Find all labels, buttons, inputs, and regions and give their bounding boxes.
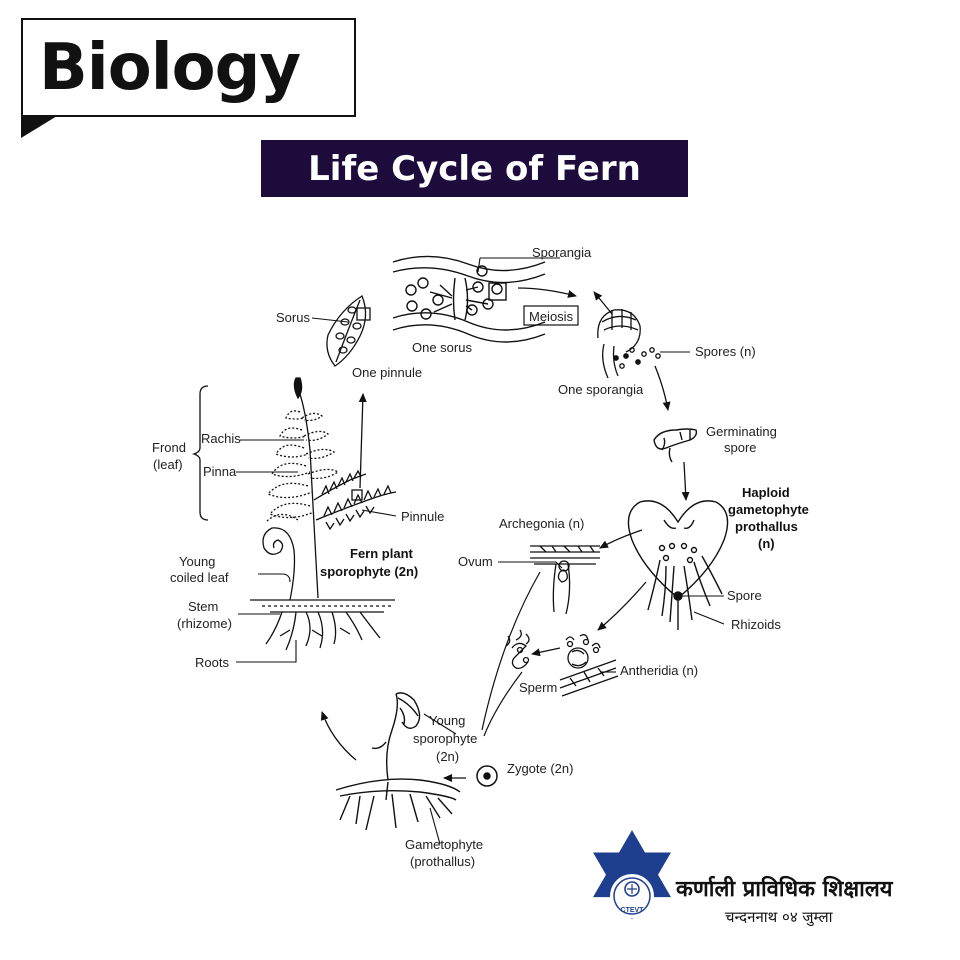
leader-young-sporophyte: [423, 713, 457, 735]
leader-sporangia: [477, 257, 560, 273]
label-gametophyte-line2: (prothallus): [410, 854, 475, 869]
arrow-to-archegonia: [599, 529, 643, 549]
arrow-plant-to-pinnule: [358, 393, 367, 489]
arrow-to-sperm: [531, 647, 561, 657]
arrow-to-antheridia: [597, 581, 647, 631]
subject-title: Biology: [39, 31, 301, 105]
germinating-spore-illustration: [653, 428, 698, 463]
leader-pinnule: [361, 509, 397, 517]
prothallus-illustration: [627, 500, 729, 630]
label-ovum: Ovum: [458, 554, 493, 569]
leader-sorus: [311, 317, 349, 323]
label-one-sorus: One sorus: [412, 340, 472, 355]
arrow-germinating-to-prothallus: [681, 461, 690, 501]
archegonia-illustration: [530, 545, 600, 615]
cycle-arrows: [320, 287, 690, 782]
label-sorus: Sorus: [276, 310, 310, 325]
label-roots: Roots: [195, 655, 229, 670]
leader-roots: [236, 640, 297, 663]
sorus-section-illustration: [392, 255, 546, 343]
label-one-sporangia: One sporangia: [558, 382, 644, 397]
leader-gametophyte: [429, 807, 441, 845]
fern-plant-illustration: [250, 377, 397, 651]
young-sporophyte-illustration: [335, 692, 461, 831]
label-spore: Spore: [727, 588, 762, 603]
one-sporangia-illustration: [597, 309, 661, 379]
label-spores: Spores (n): [695, 344, 756, 359]
label-young-coiled-line1: Young: [179, 554, 215, 569]
meiosis-box: [523, 305, 579, 326]
label-gametophyte-line1: Gametophyte: [405, 837, 483, 852]
label-young-sporophyte-line1: Young: [429, 713, 465, 728]
label-fern-plant-line2: sporophyte (2n): [320, 564, 418, 579]
diagram-title-banner: Life Cycle of Fern: [261, 140, 688, 197]
label-frond-line2: (leaf): [153, 457, 183, 472]
zygote-illustration: [476, 765, 498, 787]
leader-ovum: [498, 561, 563, 569]
label-zygote: Zygote (2n): [507, 761, 573, 776]
label-sperm: Sperm: [519, 680, 557, 695]
one-pinnule-illustration: [326, 295, 371, 367]
antheridia-illustration: [559, 634, 619, 697]
label-antheridia: Antheridia (n): [620, 663, 698, 678]
label-germinating-line2: spore: [724, 440, 757, 455]
label-haploid-line4: (n): [758, 536, 775, 551]
label-one-pinnule: One pinnule: [352, 365, 422, 380]
label-young-sporophyte-line3: (2n): [436, 749, 459, 764]
label-fern-plant-line1: Fern plant: [350, 546, 414, 561]
arrow-to-fern-plant: [320, 711, 357, 761]
arrow-to-sporangia: [593, 291, 613, 315]
subject-box-tail: [21, 116, 57, 138]
arrow-spores-to-germinating: [654, 365, 671, 411]
label-stem-line1: Stem: [188, 599, 218, 614]
label-archegonia: Archegonia (n): [499, 516, 584, 531]
arrow-sorus-to-meiosis: [517, 287, 577, 298]
diagram-labels: Sporangia Sorus One sorus Meiosis One pi…: [152, 245, 809, 869]
label-rhizoids: Rhizoids: [731, 617, 781, 632]
label-pinna: Pinna: [203, 464, 237, 479]
sperm-illustration: [505, 629, 530, 670]
ctevt-logo: CTEVT 1989: [593, 830, 671, 929]
label-haploid-line3: prothallus: [735, 519, 798, 534]
leader-young-coiled-leaf: [258, 573, 291, 583]
label-frond-line1: Frond: [152, 440, 186, 455]
label-meiosis: Meiosis: [529, 309, 574, 324]
frond-bracket: [191, 385, 209, 521]
label-haploid-line1: Haploid: [742, 485, 790, 500]
fertilization-lines: [481, 571, 541, 737]
label-haploid-line2: gametophyte: [728, 502, 809, 517]
logo-year: 1989: [625, 923, 639, 929]
label-young-coiled-line2: coiled leaf: [170, 570, 229, 585]
subject-box: Biology: [21, 18, 356, 117]
leader-rhizoids: [693, 611, 725, 625]
label-rachis: Rachis: [201, 431, 241, 446]
label-pinnule: Pinnule: [401, 509, 444, 524]
label-germinating-line1: Germinating: [706, 424, 777, 439]
institution-address: चन्दननाथ ०४ जुम्ला: [725, 908, 833, 926]
label-sporangia: Sporangia: [532, 245, 592, 260]
institution-name: कर्णाली प्राविधिक शिक्षालय: [676, 877, 893, 902]
leader-lines: [236, 257, 725, 845]
logo-text: CTEVT: [621, 907, 645, 914]
label-young-sporophyte-line2: sporophyte: [413, 731, 477, 746]
label-stem-line2: (rhizome): [177, 616, 232, 631]
